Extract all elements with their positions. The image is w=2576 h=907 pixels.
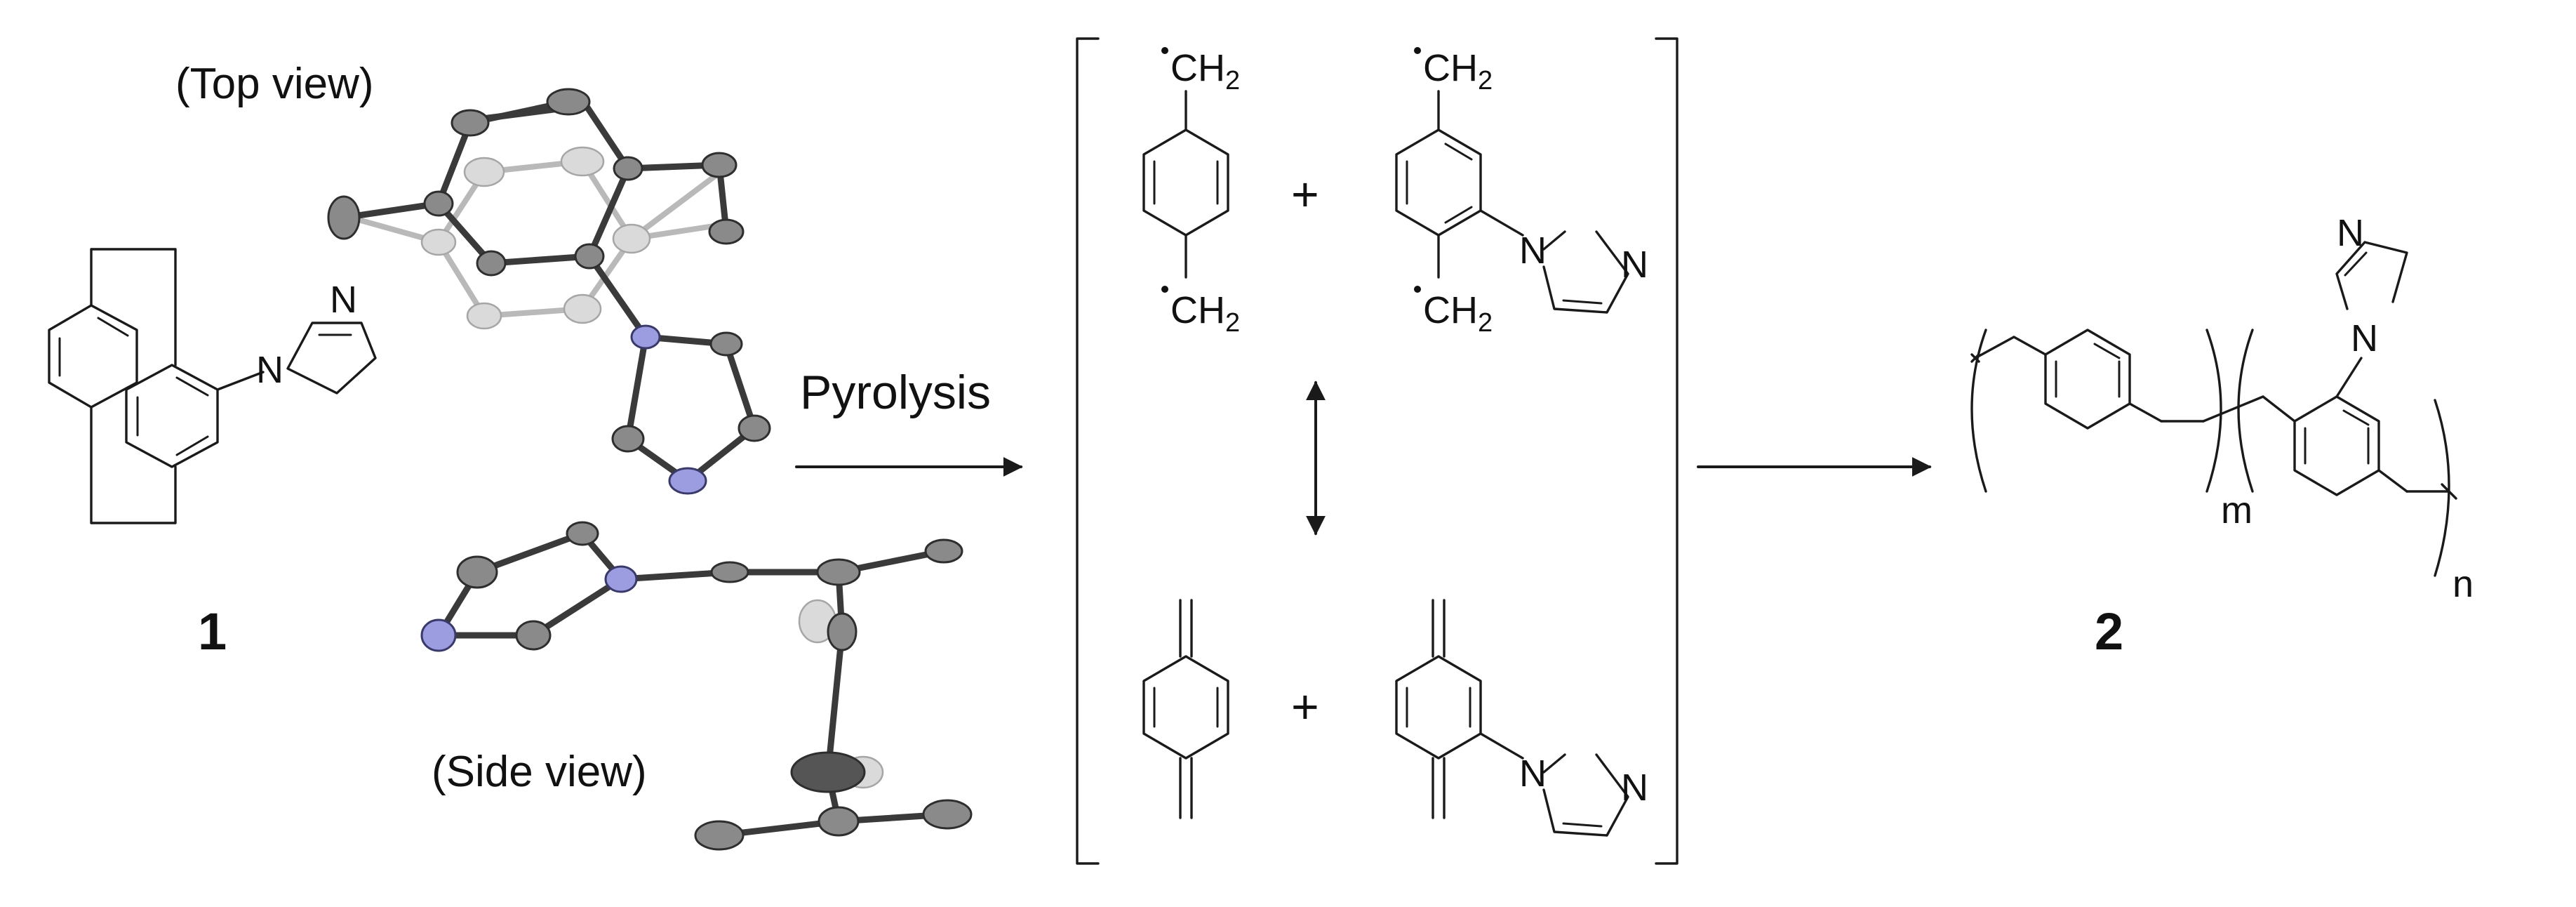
imidazolyl-xylylene-quinoid (1395, 599, 1629, 837)
pyrolysis-label: Pyrolysis (800, 366, 991, 419)
atom-n-4b: N (2337, 212, 2364, 254)
ch2-radical-top-2: CH2 (1423, 47, 1493, 95)
paracyclophane-structure-1 (48, 248, 377, 524)
ch2-radical-top-1: CH2 (1170, 47, 1240, 95)
atom-n-2a: N (1519, 230, 1547, 272)
plus-sign-top: + (1291, 168, 1319, 221)
ch2-radical-bottom-2: CH2 (1423, 289, 1493, 338)
atom-n-1b: N (330, 279, 357, 321)
atom-n-4a: N (2351, 317, 2378, 359)
p-xylylene-quinoid (1142, 599, 1229, 819)
p-xylylene-diradical (1142, 47, 1229, 293)
top-view-label: (Top view) (175, 60, 374, 108)
copolymer-structure-2 (1970, 241, 2457, 577)
side-view-label: (Side view) (432, 748, 647, 796)
intermediates-bracket (1076, 37, 1679, 865)
imidazolyl-xylylene-diradical (1395, 47, 1629, 314)
compound-1-label: 1 (198, 602, 227, 661)
atom-n-3b: N (1621, 767, 1648, 809)
atom-n-3a: N (1519, 753, 1547, 795)
atom-n-2b: N (1621, 244, 1648, 286)
repeat-unit-n: n (2452, 563, 2474, 605)
atom-n-1a: N (256, 349, 283, 391)
crystal-structure-side-view (420, 521, 973, 851)
repeat-unit-m: m (2221, 489, 2253, 531)
compound-2-label: 2 (2095, 602, 2123, 661)
plus-sign-bottom: + (1291, 680, 1319, 734)
crystal-structure-top-view (327, 88, 771, 495)
ch2-radical-bottom-1: CH2 (1170, 289, 1240, 338)
